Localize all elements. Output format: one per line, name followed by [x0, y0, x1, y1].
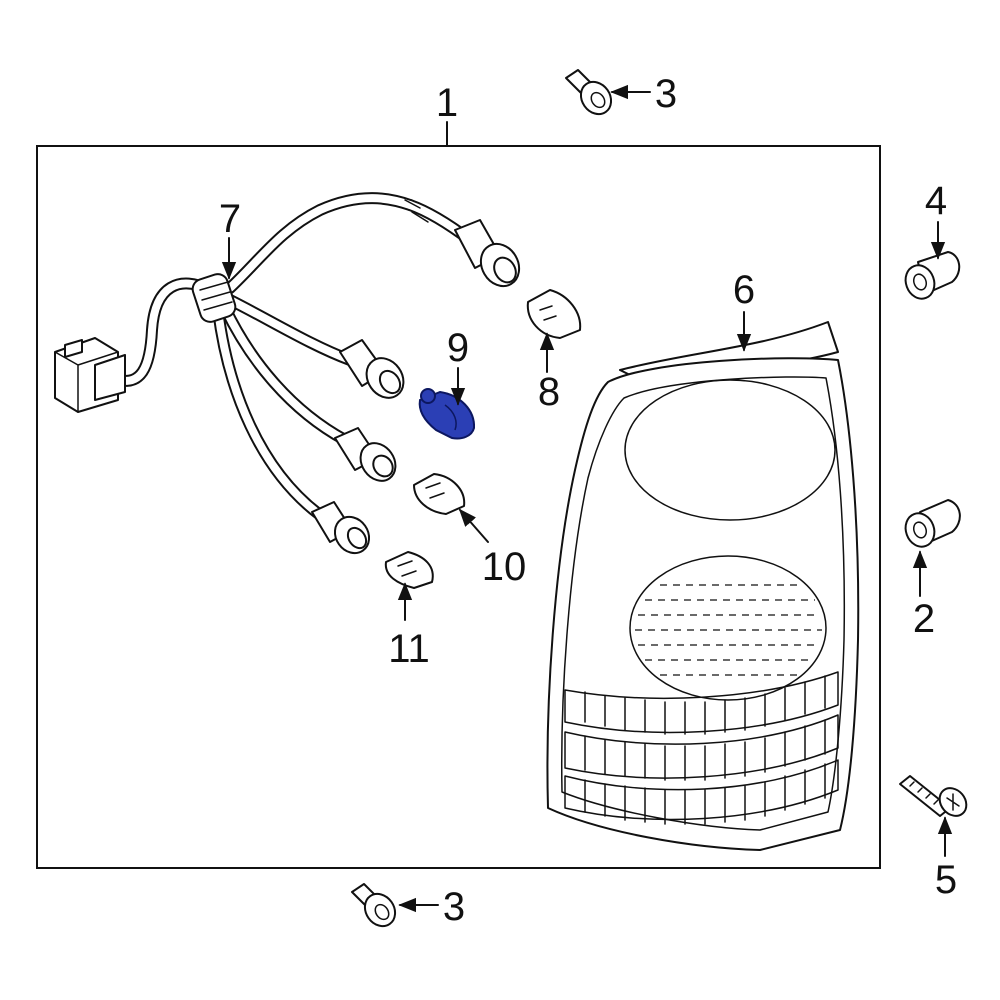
- tail-lamp-lens[interactable]: [546, 321, 860, 851]
- socket-upper-middle: [339, 339, 405, 399]
- screw-3-top[interactable]: [565, 69, 617, 120]
- bulb-11[interactable]: [384, 551, 434, 589]
- bulb-8[interactable]: [526, 289, 582, 339]
- bulb-10[interactable]: [413, 473, 466, 515]
- callout-5: 5: [935, 858, 957, 902]
- harness-connector: [54, 337, 126, 413]
- callout-11: 11: [388, 627, 430, 671]
- socket-top: [454, 219, 521, 288]
- callout-8: 8: [538, 370, 560, 414]
- callout-7: 7: [219, 197, 241, 241]
- assembly-frame: [36, 145, 881, 869]
- lens-texture: [635, 584, 822, 676]
- callout-1: 1: [436, 81, 458, 125]
- callout-10: 10: [482, 545, 527, 589]
- leader-lines: [221, 84, 953, 913]
- callout-2: 2: [913, 597, 935, 641]
- bulb-9-highlighted[interactable]: [418, 388, 476, 440]
- harness-wires: [112, 192, 476, 521]
- screw-3-bottom[interactable]: [351, 883, 401, 932]
- socket-lower-middle: [334, 427, 397, 482]
- bolt-5[interactable]: [899, 775, 972, 821]
- callout-4: 4: [925, 179, 947, 223]
- reflector-bands: [564, 671, 839, 825]
- grommet-2[interactable]: [901, 499, 961, 551]
- callout-6: 6: [733, 268, 755, 312]
- callout-9: 9: [447, 326, 469, 370]
- wiring-harness[interactable]: [54, 192, 527, 560]
- socket-bottom: [311, 501, 371, 555]
- grommet-4[interactable]: [901, 251, 961, 303]
- callout-3-bottom: 3: [443, 885, 465, 929]
- callout-3-top: 3: [655, 72, 677, 116]
- harness-grommet: [191, 273, 237, 323]
